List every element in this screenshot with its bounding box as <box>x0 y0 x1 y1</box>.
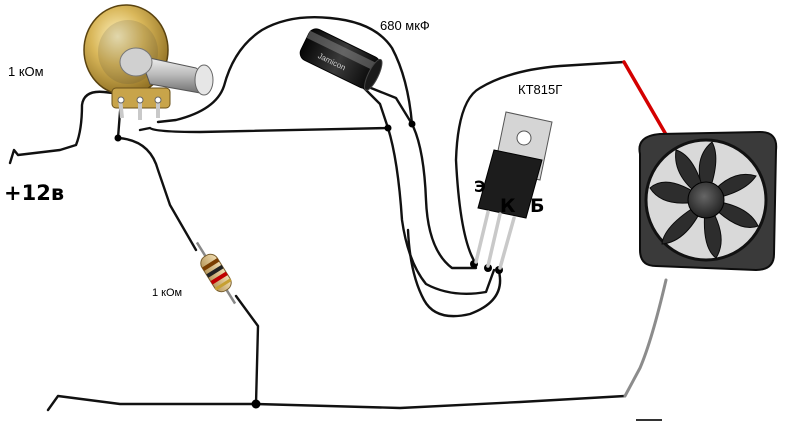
junction-collector <box>484 264 492 272</box>
pot-value-label: 1 кОм <box>8 64 44 79</box>
transistor-model-label: КТ815Г <box>518 82 562 97</box>
wire-base-to-pot <box>406 228 502 318</box>
junction-cap-right <box>408 120 416 128</box>
wire-resistor-to-ground <box>234 294 260 406</box>
wire-ground-rail <box>46 394 627 412</box>
transistor-icon <box>474 111 553 270</box>
wire-pot-loop <box>156 16 414 126</box>
resistor-icon <box>195 241 237 305</box>
capacitor-value-label: 680 мкФ <box>380 18 430 33</box>
pin-base-label: Б <box>530 195 544 217</box>
wire-cap-lead-right <box>364 84 414 126</box>
junction-pot <box>114 134 122 142</box>
supply-label: +12в <box>4 181 64 205</box>
wire-fan-negative <box>623 278 668 398</box>
junction-cap-left <box>384 124 392 132</box>
wire-cap-to-base <box>386 126 496 295</box>
wire-to-resistor <box>116 136 198 252</box>
wire-cap-lead-left <box>362 86 390 130</box>
pin-emitter-label: Э <box>474 177 486 196</box>
wire-supply-positive <box>8 90 124 165</box>
wire-fan-positive <box>622 60 670 140</box>
potentiometer-icon <box>83 4 214 120</box>
wire-to-fan-top <box>454 60 626 266</box>
pin-collector-label: К <box>500 195 516 217</box>
fan-icon <box>638 130 778 272</box>
wire-cap-to-collector <box>410 122 478 270</box>
resistor-value-label: 1 кОм <box>152 287 182 299</box>
junction-dots <box>114 120 503 409</box>
wire-pot-wiper <box>138 126 390 134</box>
capacitor-icon: Jamicon <box>299 28 383 91</box>
junction-ground <box>251 399 261 409</box>
